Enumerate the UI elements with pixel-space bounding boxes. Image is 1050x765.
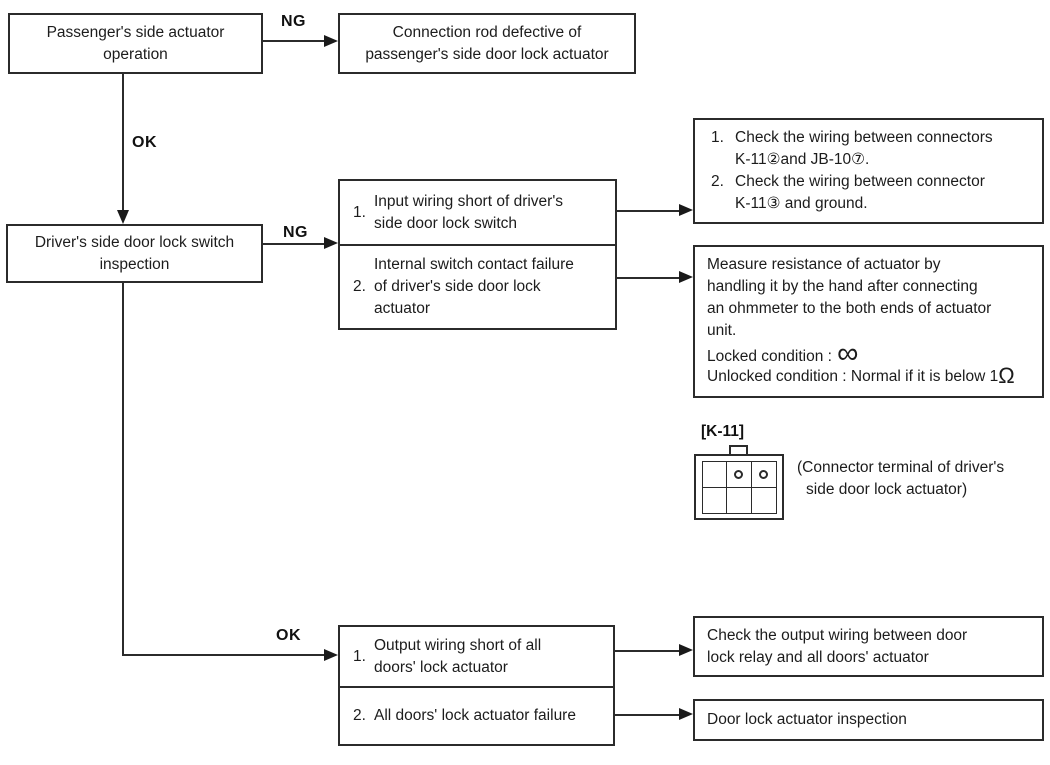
- box-measure-resistance: Measure resistance of actuator by handli…: [693, 245, 1044, 398]
- arrow-causes-to-check-wiring-line: [617, 210, 679, 212]
- connector-title: [K-11]: [701, 423, 745, 440]
- arrowhead-down-icon: [117, 210, 129, 224]
- box-passenger-actuator-operation: Passenger's side actuator operation: [8, 13, 263, 74]
- box-door-lock-inspection: Door lock actuator inspection: [693, 699, 1044, 741]
- box-driver-ng-causes: 1. Input wiring short of driver's side d…: [338, 179, 617, 330]
- connector-tab: [729, 445, 748, 456]
- terminal-cell-2: [727, 462, 752, 488]
- item-text: Check the wiring between connectors K-11…: [735, 129, 993, 168]
- label-ok-top: OK: [132, 134, 157, 151]
- check-item: 2. Check the wiring between connector K-…: [711, 171, 1034, 215]
- arrow-okcauses-to-inspection-line: [615, 714, 679, 716]
- measure-resistance-text: Measure resistance of actuator by handli…: [707, 256, 992, 339]
- flow-line-driver-down: [122, 283, 124, 656]
- box-check-output-wiring: Check the output wiring between door loc…: [693, 616, 1044, 677]
- unlocked-condition-row: Unlocked condition : Normal if it is bel…: [707, 363, 1036, 388]
- arrowhead-right-icon: [679, 708, 693, 720]
- arrow-passenger-to-connection-rod-line: [263, 40, 325, 42]
- infinity-symbol: ∞: [836, 337, 859, 370]
- terminal-cell-3: [751, 462, 776, 488]
- terminal-pin-icon: [734, 469, 744, 479]
- label-ng-mid: NG: [283, 224, 308, 241]
- locked-condition-label: Locked condition :: [707, 348, 832, 365]
- arrowhead-right-icon: [324, 649, 338, 661]
- terminal-pin-icon: [759, 469, 769, 479]
- arrow-okcauses-to-checkoutput-line: [615, 650, 679, 652]
- cause-item-actuator-failure: 2. All doors' lock actuator failure: [340, 688, 613, 744]
- locked-condition-row: Locked condition : ∞: [707, 337, 1036, 370]
- item-number: 1.: [353, 647, 366, 665]
- box-driver-switch-inspection: Driver's side door lock switch inspectio…: [6, 224, 263, 283]
- arrowhead-right-icon: [679, 204, 693, 216]
- flow-line-passenger-down: [122, 74, 124, 211]
- arrowhead-right-icon: [679, 644, 693, 656]
- arrowhead-right-icon: [324, 237, 338, 249]
- connector-caption-line2: side door lock actuator): [806, 481, 968, 498]
- item-text: All doors' lock actuator failure: [374, 707, 576, 724]
- item-number: 1.: [353, 203, 366, 221]
- arrow-causes-to-measure-line: [617, 277, 679, 279]
- item-text: Check the wiring between connector K-11③…: [735, 173, 985, 212]
- flow-line-driver-right: [122, 654, 324, 656]
- omega-symbol: Ω: [998, 363, 1015, 388]
- connector-terminal-grid: [702, 461, 777, 514]
- cause-item-internal-switch: 2. Internal switch contact failure of dr…: [340, 246, 615, 328]
- terminal-cell-1: [703, 462, 728, 488]
- connector-caption-line1: (Connector terminal of driver's: [797, 459, 1005, 476]
- unlocked-condition-label: Unlocked condition : Normal if it is bel…: [707, 368, 999, 385]
- label-ng-top: NG: [281, 13, 306, 30]
- arrowhead-right-icon: [324, 35, 338, 47]
- terminal-cell-4: [703, 487, 728, 513]
- item-text: Output wiring short of all doors' lock a…: [374, 636, 542, 676]
- item-text: Input wiring short of driver's side door…: [374, 192, 564, 232]
- check-item: 1. Check the wiring between connectors K…: [711, 127, 1034, 171]
- item-text: Internal switch contact failure of drive…: [374, 256, 574, 317]
- terminal-cell-5: [727, 487, 752, 513]
- box-check-wiring: 1. Check the wiring between connectors K…: [693, 118, 1044, 224]
- terminal-cell-6: [752, 488, 776, 514]
- item-number: 1.: [711, 129, 724, 146]
- cause-item-input-wiring: 1. Input wiring short of driver's side d…: [340, 181, 615, 244]
- box-divider: [340, 244, 615, 246]
- item-number: 2.: [711, 173, 724, 190]
- cause-item-output-wiring: 1. Output wiring short of all doors' loc…: [340, 627, 613, 686]
- label-ok-bottom: OK: [276, 627, 301, 644]
- box-connection-rod-defective: Connection rod defective of passenger's …: [338, 13, 636, 74]
- item-number: 2.: [353, 707, 366, 724]
- box-ok-causes: 1. Output wiring short of all doors' loc…: [338, 625, 615, 746]
- arrow-driver-to-causes-line: [263, 243, 324, 245]
- arrowhead-right-icon: [679, 271, 693, 283]
- item-number: 2.: [353, 278, 366, 295]
- box-divider: [340, 686, 613, 688]
